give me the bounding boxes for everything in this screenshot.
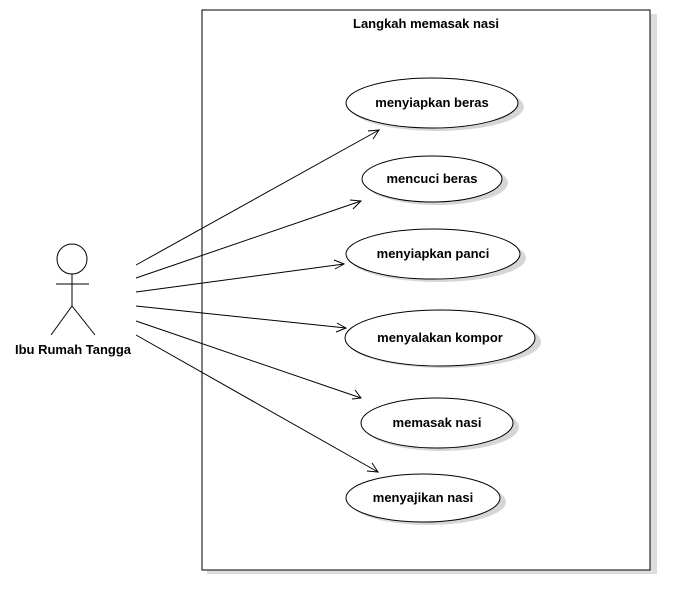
association-menyiapkan-panci: [135, 259, 346, 293]
use-case-label: menyiapkan beras: [375, 95, 488, 110]
actor-label: Ibu Rumah Tangga: [15, 342, 132, 357]
use-case-label: mencuci beras: [386, 171, 477, 186]
actor-right-leg: [71, 305, 96, 336]
use-case-label: menyiapkan panci: [377, 246, 490, 261]
use-case-menyajikan-nasi[interactable]: menyajikan nasi: [345, 473, 506, 525]
actor-head: [56, 243, 88, 275]
use-case-label: memasak nasi: [393, 415, 482, 430]
use-case-menyiapkan-beras[interactable]: menyiapkan beras: [345, 77, 524, 131]
use-case-mencuci-beras[interactable]: mencuci beras: [361, 155, 508, 205]
use-case-menyiapkan-panci[interactable]: menyiapkan panci: [345, 228, 526, 282]
association-menyajikan-nasi: [135, 334, 379, 473]
association-menyalakan-kompor: [135, 305, 348, 333]
use-case-memasak-nasi[interactable]: memasak nasi: [360, 397, 519, 451]
associations: [135, 129, 380, 473]
actor[interactable]: Ibu Rumah Tangga: [15, 243, 132, 357]
use-case-menyalakan-kompor[interactable]: menyalakan kompor: [344, 309, 541, 368]
use-case-label: menyalakan kompor: [377, 330, 503, 345]
use-case-label: menyajikan nasi: [373, 490, 473, 505]
association-memasak-nasi: [135, 320, 362, 400]
association-menyiapkan-beras: [135, 129, 380, 266]
actor-left-leg: [50, 305, 73, 336]
association-mencuci-beras: [135, 199, 363, 279]
system-title: Langkah memasak nasi: [353, 16, 499, 31]
